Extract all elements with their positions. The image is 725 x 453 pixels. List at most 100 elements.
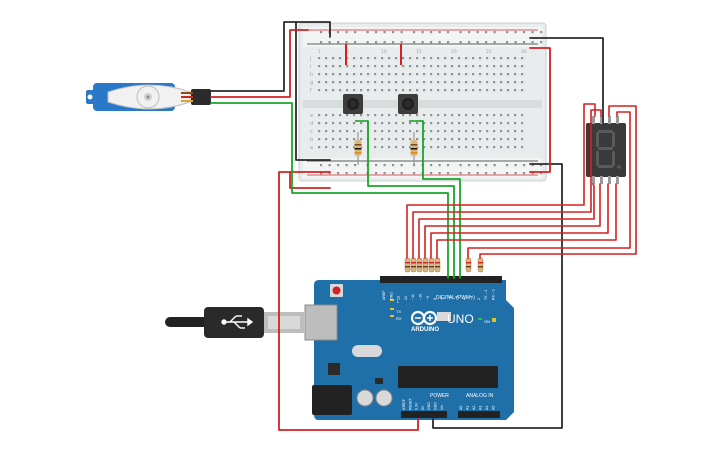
breadboard-hole[interactable] xyxy=(332,122,335,125)
breadboard-hole[interactable] xyxy=(451,114,454,117)
breadboard-hole[interactable] xyxy=(472,73,475,76)
rail-hole[interactable] xyxy=(485,172,488,175)
wire-5v[interactable] xyxy=(278,171,419,431)
breadboard-hole[interactable] xyxy=(458,122,461,125)
rail-hole[interactable] xyxy=(493,172,496,175)
rail-hole[interactable] xyxy=(328,172,331,175)
seven-segment-display[interactable] xyxy=(586,116,626,184)
segment-wire[interactable] xyxy=(436,183,617,259)
breadboard-hole[interactable] xyxy=(479,138,482,141)
breadboard-hole[interactable] xyxy=(325,114,328,117)
rail-hole[interactable] xyxy=(400,41,403,44)
breadboard-hole[interactable] xyxy=(381,89,384,92)
breadboard-hole[interactable] xyxy=(479,130,482,133)
breadboard-hole[interactable] xyxy=(493,146,496,149)
breadboard-hole[interactable] xyxy=(472,138,475,141)
breadboard-hole[interactable] xyxy=(521,122,524,125)
rail-hole[interactable] xyxy=(320,41,323,44)
segment-wire[interactable] xyxy=(418,183,595,259)
breadboard-hole[interactable] xyxy=(444,122,447,125)
breadboard-hole[interactable] xyxy=(493,57,496,60)
rail-hole[interactable] xyxy=(345,41,348,44)
breadboard-hole[interactable] xyxy=(514,57,517,60)
breadboard-hole[interactable] xyxy=(493,65,496,68)
breadboard-hole[interactable] xyxy=(472,146,475,149)
breadboard-hole[interactable] xyxy=(381,146,384,149)
rail-hole[interactable] xyxy=(345,172,348,175)
breadboard-hole[interactable] xyxy=(444,138,447,141)
breadboard-hole[interactable] xyxy=(409,138,412,141)
rail-hole[interactable] xyxy=(328,164,331,167)
rail-hole[interactable] xyxy=(392,172,395,175)
breadboard-hole[interactable] xyxy=(521,73,524,76)
breadboard-hole[interactable] xyxy=(423,57,426,60)
breadboard-hole[interactable] xyxy=(325,89,328,92)
rail-hole[interactable] xyxy=(531,31,534,34)
rail-hole[interactable] xyxy=(392,31,395,34)
rail-hole[interactable] xyxy=(476,41,479,44)
breadboard-hole[interactable] xyxy=(339,130,342,133)
breadboard-hole[interactable] xyxy=(444,65,447,68)
rail-hole[interactable] xyxy=(375,172,378,175)
rail-hole[interactable] xyxy=(366,41,369,44)
breadboard-hole[interactable] xyxy=(430,114,433,117)
breadboard-hole[interactable] xyxy=(353,138,356,141)
breadboard-hole[interactable] xyxy=(486,138,489,141)
wire-display-common[interactable] xyxy=(529,37,604,124)
breadboard-hole[interactable] xyxy=(465,81,468,84)
breadboard-hole[interactable] xyxy=(353,122,356,125)
rail-hole[interactable] xyxy=(468,164,471,167)
rail-hole[interactable] xyxy=(375,41,378,44)
breadboard-hole[interactable] xyxy=(437,114,440,117)
rail-hole[interactable] xyxy=(413,164,416,167)
breadboard-hole[interactable] xyxy=(416,138,419,141)
breadboard-hole[interactable] xyxy=(430,138,433,141)
breadboard-hole[interactable] xyxy=(437,73,440,76)
breadboard-hole[interactable] xyxy=(423,65,426,68)
breadboard-hole[interactable] xyxy=(409,73,412,76)
breadboard-hole[interactable] xyxy=(325,73,328,76)
breadboard-hole[interactable] xyxy=(451,146,454,149)
breadboard-hole[interactable] xyxy=(381,81,384,84)
breadboard-hole[interactable] xyxy=(409,114,412,117)
breadboard-hole[interactable] xyxy=(388,81,391,84)
breadboard-hole[interactable] xyxy=(465,146,468,149)
breadboard-hole[interactable] xyxy=(409,65,412,68)
breadboard-hole[interactable] xyxy=(409,122,412,125)
rail-hole[interactable] xyxy=(430,172,433,175)
breadboard-hole[interactable] xyxy=(367,114,370,117)
rail-hole[interactable] xyxy=(493,31,496,34)
breadboard-hole[interactable] xyxy=(500,57,503,60)
rail-hole[interactable] xyxy=(476,164,479,167)
breadboard-hole[interactable] xyxy=(465,57,468,60)
breadboard-hole[interactable] xyxy=(423,73,426,76)
breadboard-hole[interactable] xyxy=(360,122,363,125)
breadboard-hole[interactable] xyxy=(388,57,391,60)
breadboard-hole[interactable] xyxy=(444,130,447,133)
breadboard-hole[interactable] xyxy=(514,65,517,68)
servo-motor[interactable] xyxy=(86,83,211,111)
breadboard-hole[interactable] xyxy=(493,73,496,76)
breadboard-hole[interactable] xyxy=(402,138,405,141)
rail-hole[interactable] xyxy=(523,41,526,44)
breadboard-hole[interactable] xyxy=(430,130,433,133)
breadboard-hole[interactable] xyxy=(318,65,321,68)
breadboard-hole[interactable] xyxy=(430,122,433,125)
rail-hole[interactable] xyxy=(476,172,479,175)
breadboard-hole[interactable] xyxy=(507,89,510,92)
rail-hole[interactable] xyxy=(438,41,441,44)
segment-wire[interactable] xyxy=(467,111,631,259)
breadboard-hole[interactable] xyxy=(458,65,461,68)
breadboard-hole[interactable] xyxy=(507,81,510,84)
rail-hole[interactable] xyxy=(506,41,509,44)
breadboard-hole[interactable] xyxy=(507,130,510,133)
breadboard-hole[interactable] xyxy=(479,81,482,84)
breadboard-hole[interactable] xyxy=(451,73,454,76)
breadboard-hole[interactable] xyxy=(325,130,328,133)
breadboard-hole[interactable] xyxy=(416,73,419,76)
breadboard-hole[interactable] xyxy=(423,130,426,133)
breadboard-hole[interactable] xyxy=(346,138,349,141)
breadboard-hole[interactable] xyxy=(395,89,398,92)
breadboard-hole[interactable] xyxy=(367,89,370,92)
breadboard-hole[interactable] xyxy=(465,122,468,125)
